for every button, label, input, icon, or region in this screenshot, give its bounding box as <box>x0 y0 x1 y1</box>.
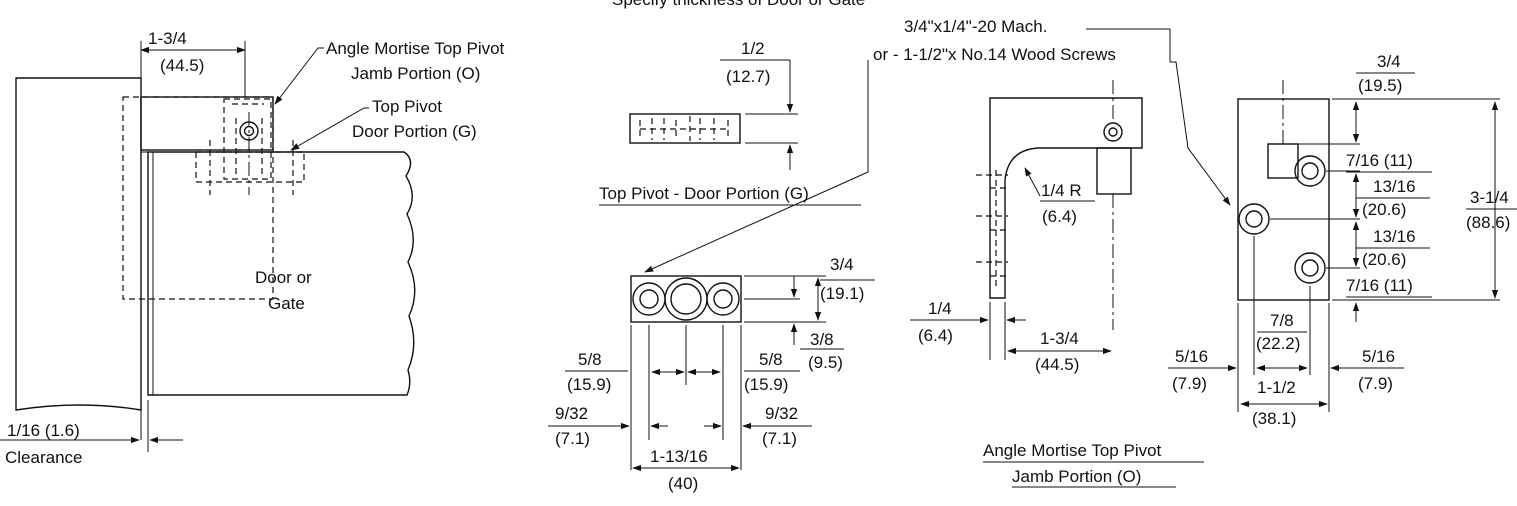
callout-door-2: Door Portion (G) <box>352 122 477 141</box>
screw-hole-left-icon <box>632 282 666 316</box>
door-thickness-mm: (12.7) <box>726 67 770 86</box>
front-d3-mm: (20.6) <box>1362 250 1406 269</box>
jamb-thickness: 1/4 <box>928 299 952 318</box>
jamb-front-view: 3/4 (19.5) 7/16 (11) 13/16 (20.6) 13/16 … <box>1168 52 1517 428</box>
door-portion-views: 1/2 (12.7) Top Pivot - Door Portion (G) … <box>548 39 875 493</box>
screw-callout: 3/4"x1/4"-20 Mach. or - 1-1/2"x No.14 Wo… <box>644 17 1231 273</box>
clearance-label: Clearance <box>5 448 83 467</box>
jamb-side-view: 1/4 R (6.4) 1/4 (6.4) 1-3/4 (44.5) Angle… <box>910 80 1204 488</box>
door-portion-caption: Top Pivot - Door Portion (G) <box>599 184 809 203</box>
front-d2-mm: (20.6) <box>1362 200 1406 219</box>
jamb-hole-top-icon <box>1294 155 1326 187</box>
hole-right: 5/8 <box>759 350 783 369</box>
radius-mm: (6.4) <box>1042 207 1077 226</box>
dim-top-mm: (44.5) <box>160 56 204 75</box>
edge-left-mm: (7.1) <box>555 429 590 448</box>
clearance-dim: 1/16 (1.6) <box>7 421 80 440</box>
assembly-view: 1-3/4 (44.5) Angle Mortise Top Pivot Jam… <box>0 29 505 467</box>
door-height-mm: (19.1) <box>820 284 864 303</box>
edge-right-mm: (7.1) <box>762 429 797 448</box>
jamb-caption-2: Jamb Portion (O) <box>1012 467 1141 486</box>
front-d3: 13/16 <box>1373 227 1416 246</box>
door-thickness: 1/2 <box>741 39 765 58</box>
front-width-mm: (38.1) <box>1252 409 1296 428</box>
door-offset-mm: (9.5) <box>808 353 843 372</box>
door-offset: 3/8 <box>810 330 834 349</box>
screw-line-1: 3/4"x1/4"-20 Mach. <box>904 17 1047 36</box>
radius-label: 1/4 R <box>1041 181 1082 200</box>
front-top: 3/4 <box>1377 52 1401 71</box>
jamb-plate <box>1237 98 1330 301</box>
front-d4: 7/16 (11) <box>1346 276 1413 295</box>
margin-left: 5/16 <box>1175 347 1208 366</box>
door-length-mm: (40) <box>668 474 698 493</box>
jamb-slot <box>1267 143 1299 179</box>
jamb-hole-middle-icon <box>1238 203 1270 235</box>
edge-right: 9/32 <box>765 404 798 423</box>
hole-left: 5/8 <box>578 350 602 369</box>
door-portion-side <box>629 113 741 144</box>
dim-top-value: 1-3/4 <box>148 29 187 48</box>
door-label-1: Door or <box>255 268 312 287</box>
front-overall-mm: (88.6) <box>1466 213 1510 232</box>
front-center: 7/8 <box>1270 311 1294 330</box>
jamb-reach: 1-3/4 <box>1040 329 1079 348</box>
front-d1: 7/16 (11) <box>1346 151 1413 170</box>
callout-jamb-1: Angle Mortise Top Pivot <box>326 39 505 58</box>
pivot-stud <box>1096 147 1132 195</box>
header-note: Specify thickness of Door or Gate <box>612 0 865 9</box>
margin-right-mm: (7.9) <box>1358 374 1393 393</box>
door-height: 3/4 <box>830 255 854 274</box>
jamb-thickness-mm: (6.4) <box>918 326 953 345</box>
jamb-angle-outline <box>989 97 1143 299</box>
front-width: 1-1/2 <box>1257 378 1296 397</box>
hole-left-mm: (15.9) <box>567 375 611 394</box>
margin-left-mm: (7.9) <box>1172 374 1207 393</box>
callout-door-1: Top Pivot <box>372 97 442 116</box>
screw-line-2: or - 1-1/2"x No.14 Wood Screws <box>873 45 1116 64</box>
callout-jamb-2: Jamb Portion (O) <box>351 64 480 83</box>
jamb-outline <box>15 77 142 411</box>
hole-right-mm: (15.9) <box>744 375 788 394</box>
jamb-caption-1: Angle Mortise Top Pivot <box>983 441 1162 460</box>
door-label-2: Gate <box>268 294 305 313</box>
jamb-pivot-block <box>140 96 274 151</box>
stud-nut-icon <box>1103 122 1123 142</box>
door-length: 1-13/16 <box>650 447 708 466</box>
front-top-mm: (19.5) <box>1358 76 1402 95</box>
jamb-hole-bottom-icon <box>1294 252 1326 284</box>
jamb-reach-mm: (44.5) <box>1035 355 1079 374</box>
front-overall: 3-1/4 <box>1470 188 1509 207</box>
edge-left: 9/32 <box>555 404 588 423</box>
margin-right: 5/16 <box>1362 347 1395 366</box>
door-portion-front <box>630 275 742 323</box>
screw-hole-right-icon <box>706 282 740 316</box>
front-d2: 13/16 <box>1373 177 1416 196</box>
front-center-mm: (22.2) <box>1256 334 1300 353</box>
door-outline <box>147 151 416 396</box>
